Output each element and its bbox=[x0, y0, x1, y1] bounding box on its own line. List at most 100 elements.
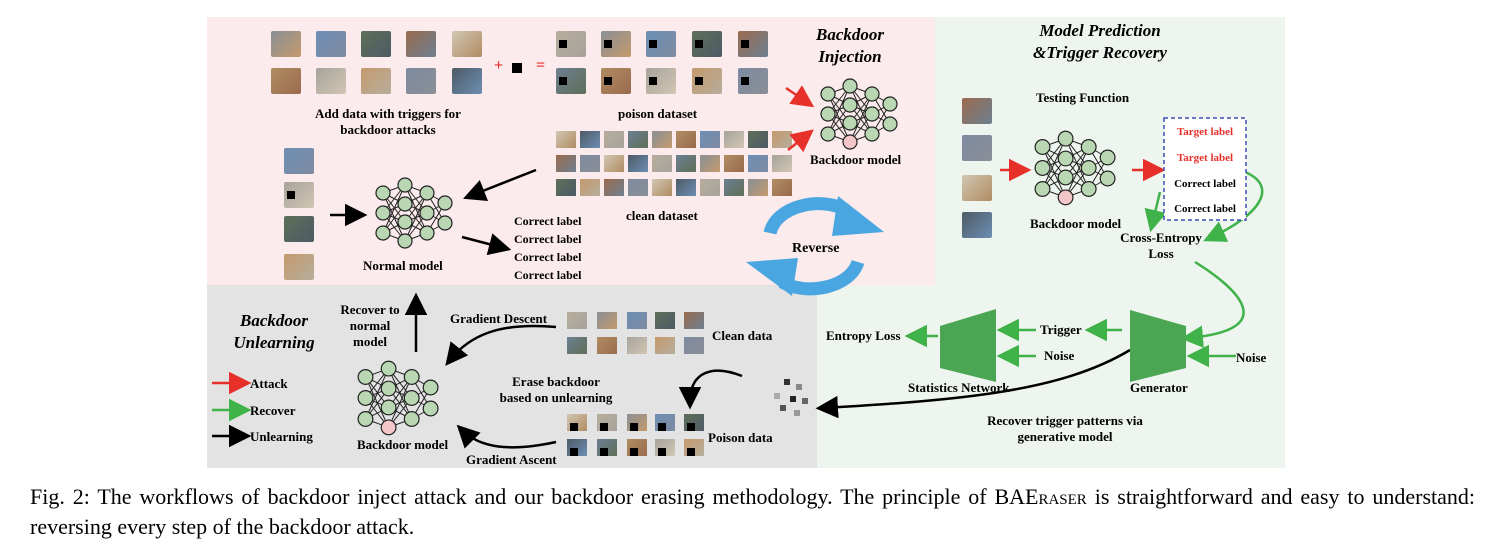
image-thumbnail bbox=[772, 179, 792, 196]
backdoor-model-label-bottom: Backdoor model bbox=[357, 437, 449, 452]
legend-recover: Recover bbox=[250, 403, 296, 418]
image-thumbnail bbox=[316, 68, 346, 94]
trigger-pattern bbox=[774, 379, 808, 416]
image-thumbnail bbox=[452, 31, 482, 57]
image-thumbnail bbox=[655, 337, 675, 354]
image-thumbnail bbox=[772, 155, 792, 172]
noise-label: Noise bbox=[1044, 348, 1075, 363]
image-thumbnail bbox=[604, 179, 624, 196]
image-thumbnail bbox=[700, 179, 720, 196]
image-thumbnail bbox=[284, 182, 314, 208]
unlearning-arrow bbox=[456, 424, 557, 449]
data-arrow bbox=[463, 168, 537, 201]
image-thumbnail bbox=[627, 312, 647, 329]
image-thumbnail bbox=[567, 414, 587, 431]
correct-label: Correct label bbox=[514, 232, 582, 246]
recover-arrow bbox=[1144, 191, 1167, 233]
trigger-patch bbox=[658, 423, 666, 431]
trigger-patch bbox=[687, 448, 695, 456]
image-thumbnail bbox=[597, 439, 617, 456]
image-thumbnail bbox=[361, 31, 391, 57]
image-thumbnail bbox=[316, 31, 346, 57]
clean-data-label: Clean data bbox=[712, 328, 773, 343]
data-arrow bbox=[461, 233, 512, 256]
reverse-arrowhead-top bbox=[832, 196, 884, 236]
unlearning-arrow bbox=[678, 369, 743, 410]
image-thumbnail bbox=[738, 68, 768, 94]
image-thumbnail bbox=[556, 131, 576, 148]
gradient-ascent-label: Gradient Ascent bbox=[466, 452, 557, 467]
figure-caption: Fig. 2: The workflows of backdoor inject… bbox=[30, 482, 1475, 542]
image-thumbnail bbox=[597, 312, 617, 329]
trigger-patch bbox=[604, 77, 612, 85]
trigger-patch bbox=[570, 423, 578, 431]
correct-label-out: Correct label bbox=[1174, 178, 1236, 190]
image-thumbnail bbox=[655, 439, 675, 456]
plus-sign: + bbox=[494, 57, 504, 74]
image-thumbnail bbox=[676, 179, 696, 196]
correct-label-out: Correct label bbox=[1174, 203, 1236, 215]
neural-network-icon bbox=[820, 78, 898, 150]
legend-unlearning: Unlearning bbox=[250, 429, 313, 444]
trigger-patch bbox=[570, 448, 578, 456]
trigger-patch bbox=[741, 40, 749, 48]
trigger-patch bbox=[695, 40, 703, 48]
image-thumbnail bbox=[597, 414, 617, 431]
image-thumbnail bbox=[271, 31, 301, 57]
image-thumbnail bbox=[556, 31, 586, 57]
equals-sign: = bbox=[536, 57, 546, 74]
attack-arrow bbox=[785, 85, 815, 108]
trigger-patch bbox=[695, 77, 703, 85]
image-thumbnail bbox=[652, 131, 672, 148]
image-thumbnail bbox=[284, 216, 314, 242]
image-thumbnail bbox=[738, 31, 768, 57]
recover-arrow bbox=[1203, 170, 1264, 242]
image-thumbnail bbox=[676, 131, 696, 148]
trigger-patch bbox=[600, 448, 608, 456]
image-thumbnail bbox=[452, 68, 482, 94]
poison-dataset-label: poison dataset bbox=[618, 106, 698, 121]
image-thumbnail bbox=[580, 155, 600, 172]
image-thumbnail bbox=[284, 254, 314, 280]
image-thumbnail bbox=[627, 337, 647, 354]
image-thumbnail bbox=[772, 131, 792, 148]
clean-dataset-label: clean dataset bbox=[626, 208, 698, 223]
trigger-label: Trigger bbox=[1040, 322, 1082, 337]
correct-label: Correct label bbox=[514, 268, 582, 282]
caption-method-name: BAEraser bbox=[994, 484, 1087, 509]
image-thumbnail bbox=[628, 179, 648, 196]
image-thumbnail bbox=[748, 131, 768, 148]
image-thumbnail bbox=[962, 98, 992, 124]
caption-text-1: Fig. 2: The workflows of backdoor inject… bbox=[30, 484, 995, 509]
image-thumbnail bbox=[361, 68, 391, 94]
legend-attack: Attack bbox=[250, 376, 288, 391]
image-thumbnail bbox=[601, 68, 631, 94]
image-thumbnail bbox=[684, 439, 704, 456]
trigger-patch bbox=[649, 77, 657, 85]
image-thumbnail bbox=[627, 414, 647, 431]
image-thumbnail bbox=[604, 131, 624, 148]
image-thumbnail bbox=[580, 131, 600, 148]
caption-text-2: is straightforward and easy to understan… bbox=[30, 484, 1476, 539]
reverse-label: Reverse bbox=[792, 241, 840, 256]
reverse-arrowhead-bottom bbox=[746, 258, 798, 296]
image-thumbnail bbox=[271, 68, 301, 94]
model-prediction-panel-lower bbox=[817, 285, 935, 468]
image-thumbnail bbox=[652, 179, 672, 196]
correct-label: Correct label bbox=[514, 214, 582, 228]
correct-label: Correct label bbox=[514, 250, 582, 264]
recover-arrow bbox=[1180, 260, 1245, 348]
trigger-patch bbox=[649, 40, 657, 48]
image-thumbnail bbox=[724, 179, 744, 196]
output-labels-box bbox=[1163, 117, 1247, 221]
image-thumbnail bbox=[567, 337, 587, 354]
statistics-network-shape bbox=[940, 309, 996, 382]
neural-network-icon bbox=[1034, 130, 1116, 206]
trigger-patch bbox=[559, 77, 567, 85]
workflow-diagram bbox=[212, 63, 1264, 449]
image-thumbnail bbox=[601, 31, 631, 57]
image-thumbnail bbox=[692, 31, 722, 57]
